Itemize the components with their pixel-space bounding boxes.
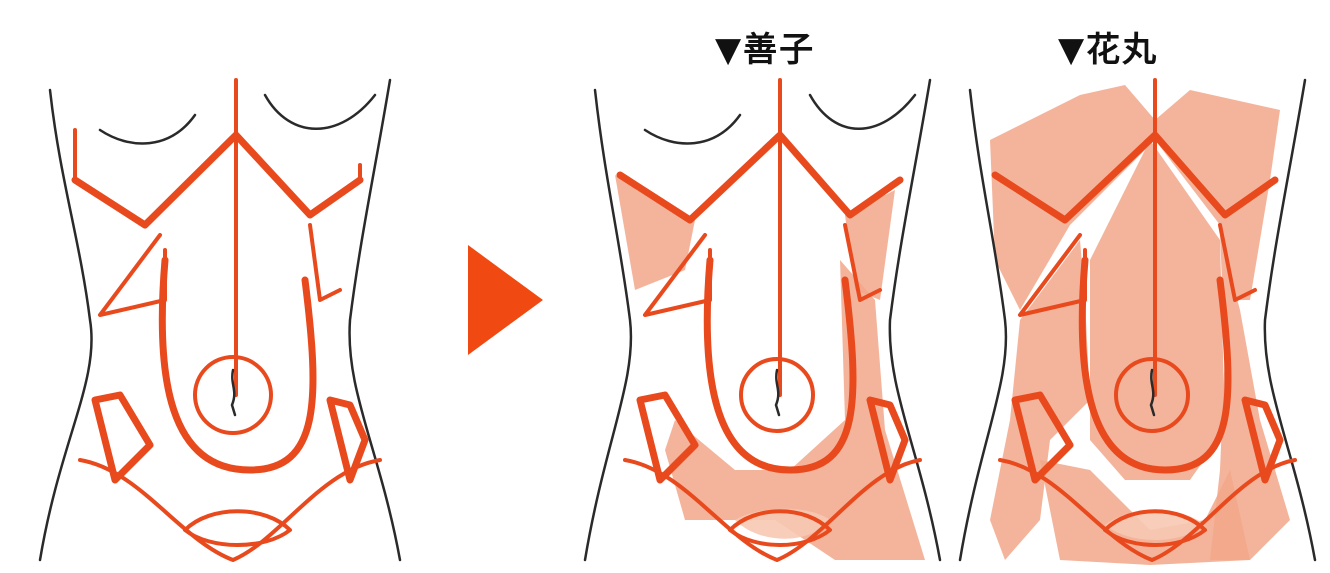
caption-hanamaru: ▼花丸 — [1058, 22, 1158, 71]
caption-yoshiko: ▼善子 — [715, 22, 815, 71]
torso-hanamaru: ▼花丸 — [950, 0, 1330, 573]
torso-base — [20, 0, 420, 573]
arrow-right-icon — [468, 245, 543, 355]
torso-yoshiko: ▼善子 — [575, 0, 955, 573]
torso-hanamaru-drawing — [950, 0, 1330, 573]
torso-yoshiko-drawing — [575, 0, 955, 573]
torso-base-drawing — [20, 0, 420, 573]
